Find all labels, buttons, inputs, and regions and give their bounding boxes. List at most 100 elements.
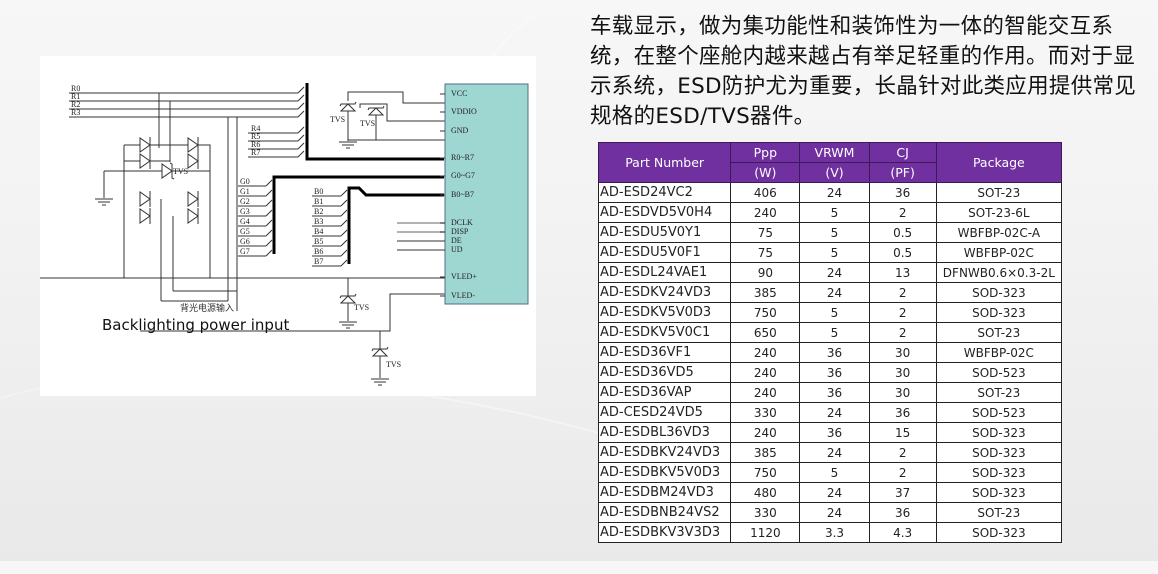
cell-vrwm: 24 (799, 502, 870, 523)
diode-icon (187, 191, 199, 207)
schematic-wire (265, 249, 273, 257)
signal-label-b0: B0 (314, 187, 323, 196)
cell-ppp: 385 (730, 442, 801, 463)
cell-vrwm: 5 (799, 242, 870, 263)
schematic-wire (265, 239, 273, 247)
signal-label-g4: G4 (240, 217, 250, 226)
cell-ppp: 330 (730, 502, 801, 523)
cell-ppp: 240 (730, 362, 801, 383)
schematic-svg: R0R1R2R3R4R5R6R7TVSG0G1G2G3G4G5G6G7B0B1B… (40, 83, 529, 386)
cell-cj: 2 (868, 282, 937, 303)
panel-pin-label: DISP (451, 227, 469, 236)
cell-package: SOD-323 (935, 442, 1063, 463)
cell-part-number: AD-ESDBNB24VS2 (597, 502, 732, 523)
table-header-row: Part Number Ppp VRWM CJ Package (597, 142, 1063, 183)
cell-cj: 4.3 (868, 522, 937, 543)
cell-package: SOD-323 (935, 482, 1063, 503)
schematic-wire (265, 179, 273, 187)
cell-part-number: AD-ESDKV5V0C1 (597, 322, 732, 343)
signal-label-r7: R7 (251, 148, 260, 157)
signal-label-b6: B6 (314, 247, 323, 256)
signal-label-g7: G7 (240, 247, 250, 256)
signal-label-b5: B5 (314, 237, 323, 246)
cell-ppp: 90 (730, 262, 801, 283)
cell-part-number: AD-ESDU5V0F1 (597, 242, 732, 263)
cell-ppp: 750 (730, 462, 801, 483)
intro-paragraph: 车载显示，做为集功能性和装饰性为一体的智能交互系统，在整个座舱内越来越占有举足轻… (590, 14, 1137, 129)
signal-label-r4: R4 (251, 124, 260, 133)
cell-vrwm: 5 (799, 302, 870, 323)
diode-icon (139, 153, 151, 169)
signal-label-g0: G0 (240, 177, 250, 186)
vled-minus-wire (140, 293, 445, 332)
r-bus (305, 83, 444, 161)
header-cj: CJ (868, 142, 937, 163)
cell-package: SOT-23 (935, 182, 1063, 203)
esd-parts-table: Part Number Ppp VRWM CJ Package (W) (V) … (597, 142, 1063, 543)
cell-package: SOD-323 (935, 302, 1063, 323)
cell-package: SOT-23 (935, 322, 1063, 343)
cell-part-number: AD-ESDKV5V0D3 (597, 302, 732, 323)
panel-pin-label: GND (451, 126, 469, 135)
cell-package: WBFBP-02C (935, 242, 1063, 263)
signal-label-b2: B2 (314, 207, 323, 216)
cell-package: SOD-323 (935, 422, 1063, 443)
cell-part-number: AD-ESDL24VAE1 (597, 262, 732, 283)
cell-cj: 30 (868, 382, 937, 403)
cell-package: SOD-523 (935, 402, 1063, 423)
tvs-bar (339, 293, 357, 299)
signal-label-b3: B3 (314, 217, 323, 226)
diode-icon (187, 208, 199, 224)
cell-part-number: AD-ESDBKV5V0D3 (597, 462, 732, 483)
header-part-number: Part Number (597, 142, 732, 183)
signal-label-g6: G6 (240, 237, 250, 246)
cell-ppp: 330 (730, 402, 801, 423)
tvs-label: TVS (330, 115, 345, 124)
cell-ppp: 240 (730, 422, 801, 443)
cell-part-number: AD-ESDBL36VD3 (597, 422, 732, 443)
schematic-wire (265, 189, 273, 197)
panel-pin-label: UD (451, 245, 463, 254)
signal-label-r0: R0 (71, 84, 80, 93)
header-ppp: Ppp (730, 142, 801, 163)
cell-cj: 2 (868, 442, 937, 463)
cell-part-number: AD-ESDBKV24VD3 (597, 442, 732, 463)
tvs-label: TVS (360, 119, 375, 128)
schematic-wire (340, 209, 348, 217)
tvs-diode-icon (161, 163, 173, 179)
tvs-bar (371, 346, 389, 352)
header-cj-unit: (PF) (868, 162, 937, 183)
schematic-wire (340, 229, 348, 237)
cell-ppp: 240 (730, 342, 801, 363)
signal-label-b1: B1 (314, 197, 323, 206)
cell-vrwm: 5 (799, 222, 870, 243)
tvs-diode-icon (339, 103, 357, 112)
schematic-wire (340, 189, 348, 197)
cell-package: SOT-23 (935, 502, 1063, 523)
diode-icon (139, 137, 151, 153)
cell-vrwm: 24 (799, 442, 870, 463)
cell-cj: 2 (868, 462, 937, 483)
cell-cj: 30 (868, 362, 937, 383)
panel-pin-label: B0~B7 (451, 190, 474, 199)
schematic-wire (340, 239, 348, 247)
diode-icon (187, 137, 199, 153)
cell-ppp: 750 (730, 302, 801, 323)
schematic-wire (265, 199, 273, 207)
cell-part-number: AD-ESD36VAP (597, 382, 732, 403)
signal-label-r6: R6 (251, 140, 260, 149)
schematic-wire (297, 134, 305, 142)
cell-vrwm: 36 (799, 382, 870, 403)
cell-cj: 37 (868, 482, 937, 503)
cell-cj: 36 (868, 182, 937, 203)
cell-part-number: AD-ESDVD5V0H4 (597, 202, 732, 223)
